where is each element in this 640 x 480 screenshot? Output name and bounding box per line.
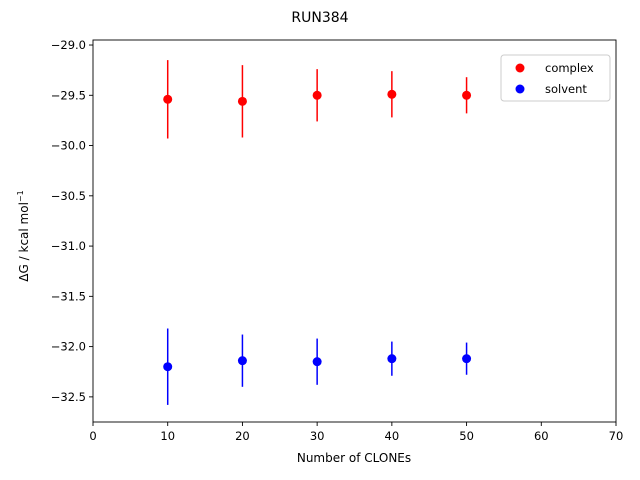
legend: complex solvent — [500, 54, 611, 102]
y-tick-label: −29.5 — [51, 88, 86, 102]
y-axis-label-main: ΔG / kcal mol — [17, 202, 31, 282]
y-axis: −29.0 −29.5 −30.0 −30.5 −31.0 −31.5 −32.0 −32.5 — [51, 38, 93, 404]
chart-title: RUN384 — [291, 10, 348, 26]
data-point — [387, 89, 397, 99]
y-tick-label: −32.5 — [51, 390, 86, 404]
x-tick-label: 20 — [235, 429, 250, 443]
x-tick-label: 50 — [459, 429, 474, 443]
x-axis: 0 10 20 30 40 50 60 70 — [89, 422, 623, 443]
series-complex — [163, 60, 472, 139]
data-point — [163, 94, 173, 104]
data-point — [312, 90, 322, 100]
legend-label: solvent — [545, 82, 587, 96]
x-tick-label: 30 — [310, 429, 325, 443]
legend-box — [500, 54, 611, 102]
y-axis-label: ΔG / kcal mol−1 — [16, 190, 31, 281]
legend-label: complex — [545, 61, 594, 75]
x-axis-label: Number of CLONEs — [297, 451, 411, 465]
data-point — [462, 90, 472, 100]
plot-area — [92, 39, 617, 423]
y-tick-label: −32.0 — [51, 340, 86, 354]
data-point — [312, 357, 322, 367]
x-tick-label: 10 — [160, 429, 175, 443]
x-tick-label: 60 — [534, 429, 549, 443]
data-point — [237, 96, 247, 106]
data-point — [163, 362, 173, 372]
y-tick-label: −31.5 — [51, 289, 86, 303]
x-tick-label: 0 — [89, 429, 96, 443]
legend-marker — [515, 63, 525, 73]
y-tick-label: −29.0 — [51, 38, 86, 52]
x-tick-label: 40 — [385, 429, 400, 443]
x-tick-label: 70 — [609, 429, 624, 443]
plot-frame — [92, 39, 617, 423]
legend-marker — [515, 84, 525, 94]
y-tick-label: −30.0 — [51, 139, 86, 153]
y-tick-label: −30.5 — [51, 189, 86, 203]
y-tick-label: −31.0 — [51, 239, 86, 253]
data-point — [237, 356, 247, 366]
series-solvent — [163, 328, 472, 405]
y-axis-label-superscript: −1 — [16, 190, 25, 202]
data-point — [462, 354, 472, 364]
data-point — [387, 354, 397, 364]
